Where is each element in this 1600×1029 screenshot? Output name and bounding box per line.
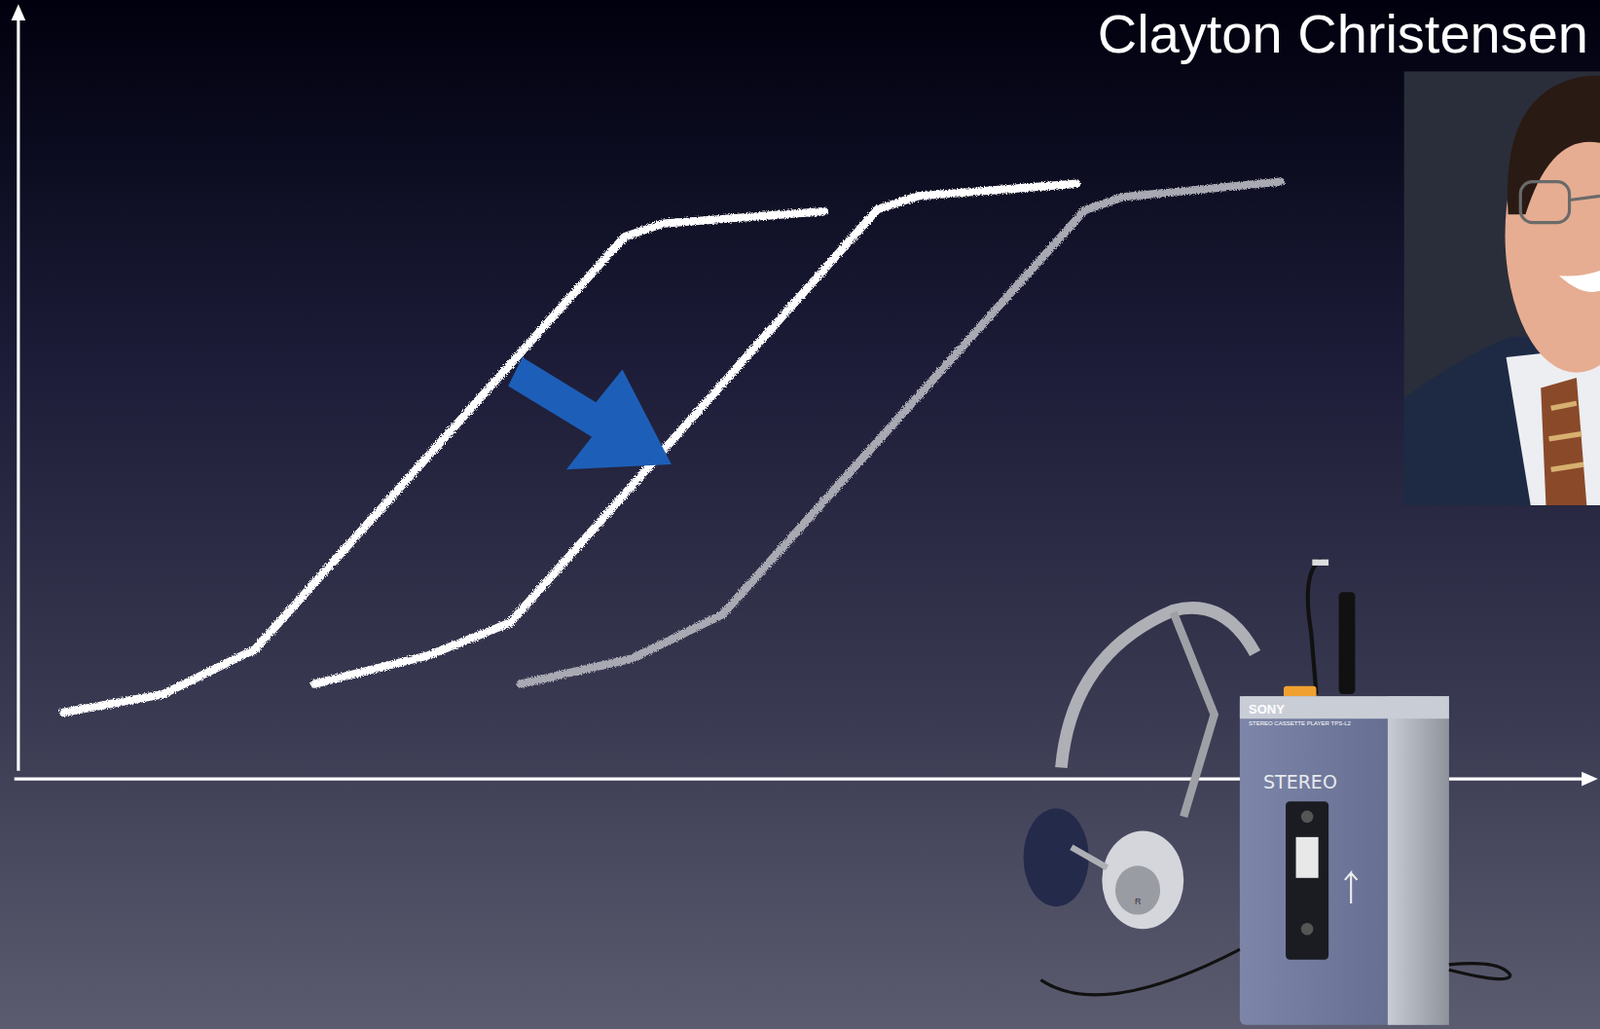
earpiece-mark: R (1134, 896, 1142, 907)
portrait-photo (1404, 71, 1600, 506)
slide-title: Clayton Christensen (1097, 1, 1589, 66)
blue-arrow (508, 357, 672, 470)
model-text: STEREO CASSETTE PLAYER TPS-L2 (1248, 720, 1351, 727)
brand-text: SONY (1248, 701, 1285, 717)
stereo-text: STEREO (1263, 770, 1338, 793)
walkman-illustration (1023, 559, 1511, 1025)
s-curve (63, 211, 825, 713)
axes (11, 3, 1599, 786)
s-curve (314, 183, 1077, 685)
